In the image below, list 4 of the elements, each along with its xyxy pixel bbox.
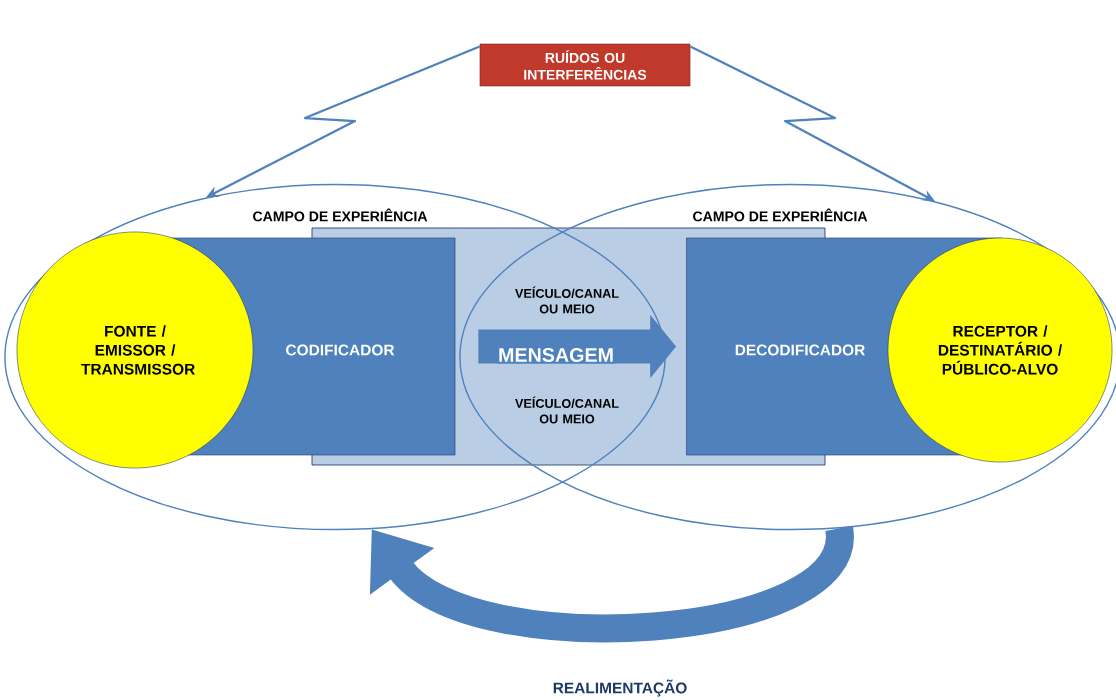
edge-label: REALIMENTAÇÃO: [551, 678, 689, 698]
channel-label: VEÍCULO/CANAL OU MEIO: [515, 396, 619, 424]
noise-box: RUÍDOS OU INTERFERÊNCIAS: [479, 43, 691, 87]
channel-label: VEÍCULO/CANAL OU MEIO: [515, 286, 619, 314]
